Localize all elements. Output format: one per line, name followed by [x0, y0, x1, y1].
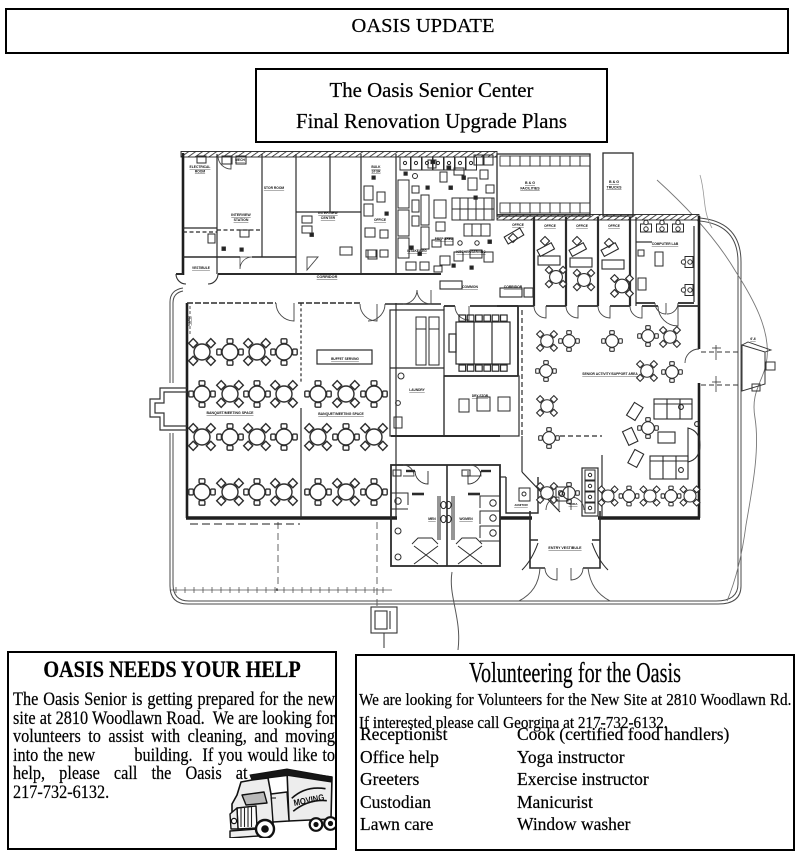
svg-text:VESTIBULE: VESTIBULE: [192, 266, 210, 270]
svg-text:MECH: MECH: [235, 158, 245, 162]
svg-text:SODA: SODA: [569, 502, 579, 506]
svg-text:CORRIDOR: CORRIDOR: [317, 275, 338, 279]
svg-text:B & G: B & G: [609, 180, 619, 184]
svg-text:ROOM: ROOM: [195, 170, 206, 174]
svg-text:LAUNDRY: LAUNDRY: [409, 388, 425, 392]
svg-text:ENTRY VESTIBULE: ENTRY VESTIBULE: [548, 546, 582, 550]
svg-text:MEN: MEN: [428, 517, 436, 521]
svg-text:COMMON: COMMON: [462, 285, 478, 289]
svg-text:BANQUET/MEETING SPACE: BANQUET/MEETING SPACE: [318, 412, 364, 416]
svg-text:OFFICE: OFFICE: [512, 223, 524, 227]
svg-text:6'-6: 6'-6: [750, 337, 756, 341]
svg-text:DRY STOR: DRY STOR: [472, 394, 489, 398]
svg-text:PREP AREA: PREP AREA: [435, 237, 454, 241]
svg-text:COMPUTER LAB: COMPUTER LAB: [652, 242, 679, 246]
svg-text:RAMP: RAMP: [187, 316, 191, 325]
svg-text:INTERVIEW: INTERVIEW: [318, 211, 338, 215]
svg-text:STOR: STOR: [371, 170, 381, 174]
svg-text:BUFFET SERVING: BUFFET SERVING: [331, 357, 359, 361]
svg-text:STATION: STATION: [234, 218, 249, 222]
svg-text:FACILITIES: FACILITIES: [520, 187, 540, 191]
svg-text:TRUCKS: TRUCKS: [607, 186, 623, 190]
svg-text:BULK: BULK: [371, 165, 381, 169]
svg-text:OFFICE: OFFICE: [576, 224, 588, 228]
svg-text:OFFICE: OFFICE: [544, 224, 556, 228]
svg-text:B & G: B & G: [525, 181, 535, 185]
svg-text:INTERVIEW: INTERVIEW: [231, 213, 251, 217]
svg-text:JANITOR: JANITOR: [514, 503, 528, 507]
svg-text:OFFICE: OFFICE: [608, 224, 620, 228]
svg-text:KITCHEN/SERVING: KITCHEN/SERVING: [456, 250, 486, 254]
svg-text:SENIOR ACTIVITY/SUPPORT AREA: SENIOR ACTIVITY/SUPPORT AREA: [582, 372, 638, 376]
svg-text:WOMEN: WOMEN: [459, 517, 473, 521]
svg-text:R: R: [276, 588, 279, 592]
svg-text:BANQUET/MEETING SPACE: BANQUET/MEETING SPACE: [207, 411, 255, 415]
svg-text:ELECTRICAL: ELECTRICAL: [190, 165, 211, 169]
svg-text:CENTER: CENTER: [321, 216, 336, 220]
svg-text:INTAKE/REG: INTAKE/REG: [407, 249, 427, 253]
svg-text:CORRIDOR: CORRIDOR: [504, 285, 523, 289]
svg-text:OFFICE: OFFICE: [374, 218, 387, 222]
svg-text:STOR ROOM: STOR ROOM: [264, 186, 285, 190]
